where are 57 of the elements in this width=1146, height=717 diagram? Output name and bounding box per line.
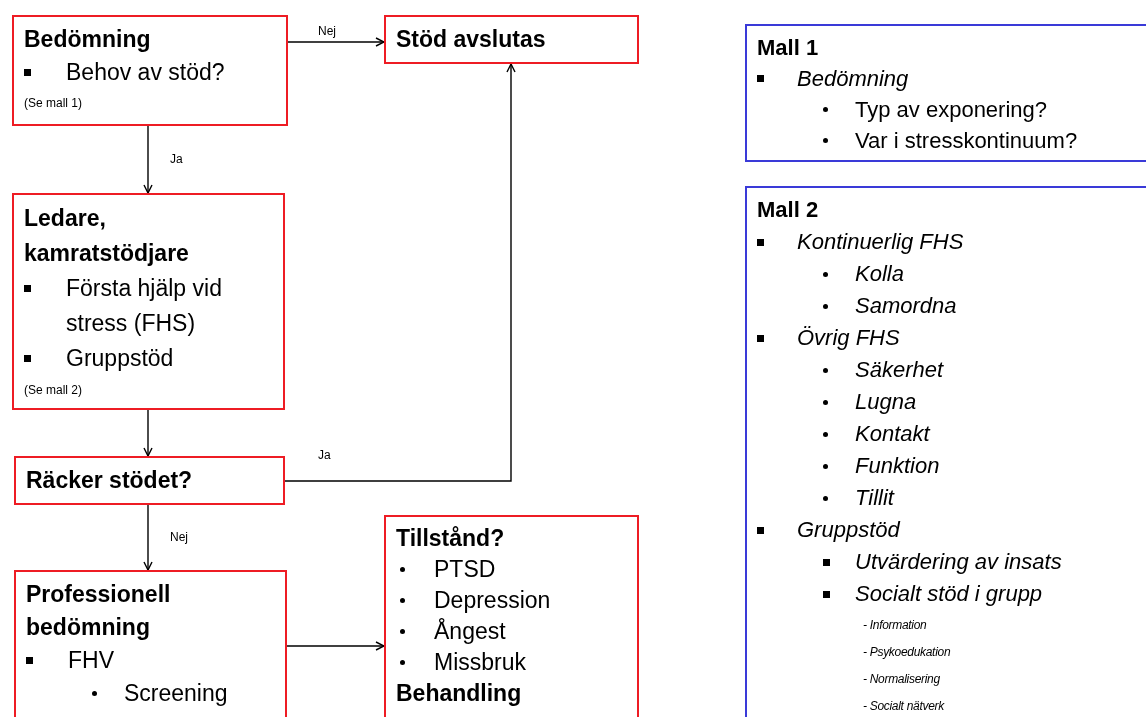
process-box [12, 15, 288, 126]
list-item-text: Typ av exponering? [855, 96, 1048, 124]
sub-item-text: - Psykoedukation [863, 644, 951, 661]
arrow [284, 63, 516, 482]
list-item-text: Kontinuerlig FHS [797, 228, 964, 256]
list-item-text: Behov av stöd? [66, 58, 225, 87]
list-item-text: Kontakt [855, 420, 930, 448]
box-heading: Tillstånd? [396, 524, 505, 553]
list-item-text: Kolla [855, 260, 904, 288]
arrow [287, 37, 385, 47]
list-item-text: Screening [124, 679, 228, 708]
edge-label: Ja [316, 448, 333, 462]
list-item-text: Socialt stöd i grupp [855, 580, 1043, 608]
template-panel [745, 186, 1146, 717]
list-item-text: FHV [68, 646, 114, 675]
box-heading: Bedömning [24, 25, 151, 54]
list-item-text: Missbruk [434, 648, 526, 677]
note-text: (Se mall 1) [24, 95, 82, 112]
box-heading: Stöd avslutas [396, 25, 546, 54]
process-box [12, 193, 285, 410]
box-heading: Mall 1 [757, 34, 819, 62]
sub-item-text: - Socialt nätverk [863, 698, 944, 715]
edge-label: Nej [316, 24, 338, 38]
arrow [143, 504, 153, 571]
list-item-text: Var i stresskontinuum? [855, 127, 1078, 155]
process-box [384, 15, 639, 64]
list-item-text: PTSD [434, 555, 496, 584]
list-item-text: Gruppstöd [797, 516, 900, 544]
process-box [14, 456, 285, 505]
list-item-text: Första hjälp vid stress (FHS) [66, 274, 223, 338]
template-panel [745, 24, 1146, 162]
box-heading: Räcker stödet? [26, 466, 193, 495]
note-text: (Se mall 2) [24, 382, 82, 399]
list-item-text: Bedömning [797, 65, 909, 93]
list-item-text: Utvärdering av insats [855, 548, 1062, 576]
list-item-text: Övrig FHS [797, 324, 900, 352]
list-item-text: Samordna [855, 292, 957, 320]
sub-item-text: - Normalisering [863, 671, 940, 688]
process-box [14, 570, 287, 717]
arrow [143, 409, 153, 457]
list-item-text: Lugna [855, 388, 917, 416]
list-item-text: Tillit [855, 484, 894, 512]
edge-label: Nej [168, 530, 190, 544]
box-heading: Mall 2 [757, 196, 819, 224]
sub-item-text: - Information [863, 617, 927, 634]
list-item-text: Ångest [434, 617, 506, 646]
box-heading: Ledare, kamratstödjare [24, 204, 190, 268]
edge-label: Ja [168, 152, 185, 166]
arrow [143, 125, 153, 194]
list-item-text: Depression [434, 586, 551, 615]
list-item-text: Funktion [855, 452, 940, 480]
box-heading: Behandling [396, 679, 522, 708]
process-box [384, 515, 639, 717]
box-heading: Professionell bedömning [26, 580, 172, 642]
arrow [286, 641, 385, 651]
list-item-text: Säkerhet [855, 356, 944, 384]
list-item-text: Gruppstöd [66, 344, 174, 373]
